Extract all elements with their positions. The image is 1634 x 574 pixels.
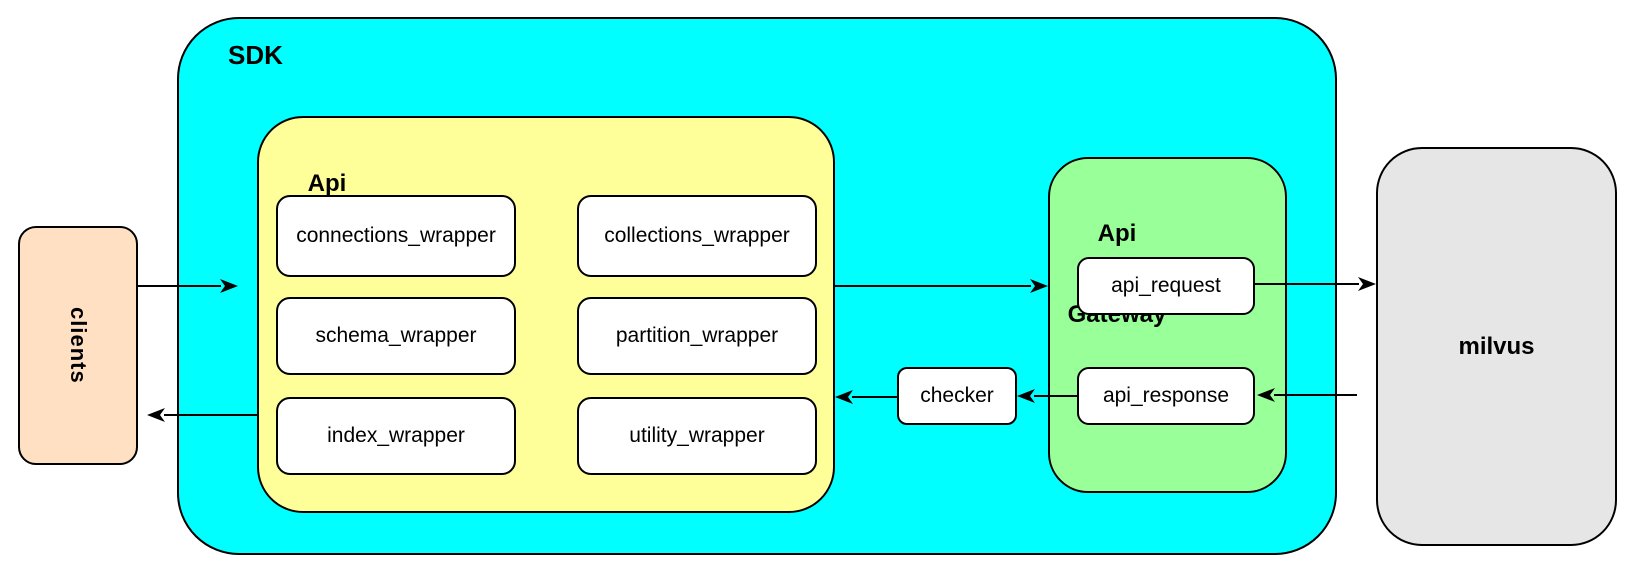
node-milvus: milvus	[1376, 147, 1617, 546]
node-index-wrapper: index_wrapper	[276, 397, 516, 475]
node-api-response: api_response	[1077, 367, 1255, 425]
api-gateway-container	[1048, 157, 1287, 493]
node-clients: clients	[18, 226, 138, 465]
clients-label: clients	[66, 307, 91, 384]
api-gateway-label-line1: Api	[1097, 220, 1137, 247]
node-utility-wrapper: utility_wrapper	[577, 397, 817, 475]
node-connections-wrapper: connections_wrapper	[276, 195, 516, 277]
node-schema-wrapper: schema_wrapper	[276, 297, 516, 375]
milvus-label: milvus	[1458, 332, 1535, 360]
node-api-request: api_request	[1077, 257, 1255, 315]
node-checker: checker	[897, 367, 1017, 425]
sdk-label: SDK	[228, 40, 283, 70]
api-wrapper-label-line1: Api	[307, 170, 347, 197]
node-partition-wrapper: partition_wrapper	[577, 297, 817, 375]
node-collections-wrapper: collections_wrapper	[577, 195, 817, 277]
